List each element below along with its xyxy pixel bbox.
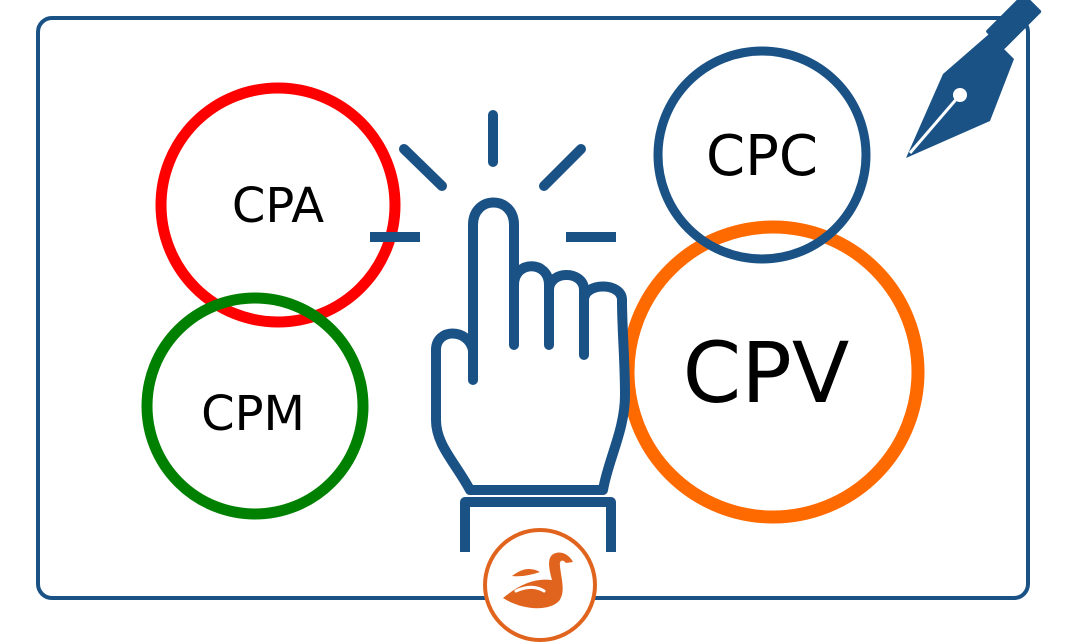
bubble-cpm-label: CPM: [201, 386, 305, 442]
fountain-pen-icon: [906, 0, 1042, 158]
pointing-hand-icon: [370, 110, 630, 552]
bubble-cpv: CPV: [621, 220, 925, 524]
bubble-cpm: CPM: [141, 292, 369, 520]
bubble-cpc-label: CPC: [706, 124, 818, 189]
bubble-cpm-ring: [141, 292, 369, 520]
swan-logo-icon: [483, 528, 597, 642]
bubble-cpv-label: CPV: [683, 324, 850, 422]
bubble-cpc: CPC: [653, 46, 871, 264]
bubble-cpc-ring: [653, 46, 871, 264]
bubble-cpa-label: CPA: [232, 178, 324, 234]
frame-border: [36, 16, 1030, 600]
bubble-cpa: CPA: [155, 82, 401, 328]
bubble-cpa-ring: [155, 82, 401, 328]
